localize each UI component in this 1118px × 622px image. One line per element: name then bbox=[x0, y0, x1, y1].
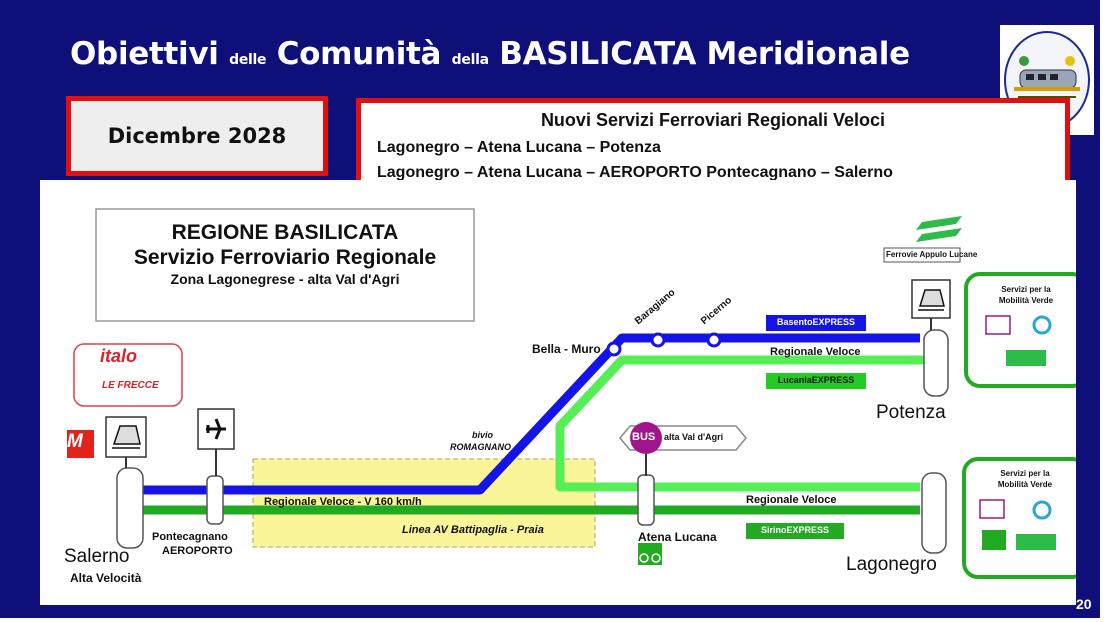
metro-letter: M bbox=[67, 431, 83, 452]
pontecagnano-platform bbox=[206, 475, 224, 525]
regionale-veloce-bottom-label: Regionale Veloce bbox=[746, 494, 837, 506]
italo-label: italo bbox=[100, 346, 138, 366]
sirino-label: SirinoEXPRESS bbox=[760, 525, 830, 535]
picerno-dot bbox=[706, 332, 722, 348]
station-pontecagnano-sub: AEROPORTO bbox=[162, 545, 233, 557]
baragiano-dot bbox=[650, 332, 666, 348]
rail-map: REGIONE BASILICATA Servizio Ferroviario … bbox=[40, 180, 1088, 605]
new-services-box: Nuovi Servizi Ferroviari Regionali Veloc… bbox=[356, 98, 1070, 190]
lucania-label: LucaniaEXPRESS bbox=[777, 375, 855, 385]
lucania-tag bbox=[766, 373, 866, 389]
region-zone: Zona Lagonegrese - alta Val d'Agri bbox=[170, 271, 400, 287]
green-box-1-title-2: Mobilità Verde bbox=[998, 296, 1054, 305]
rail-map-diagram bbox=[67, 208, 1088, 579]
region-title: REGIONE BASILICATA bbox=[171, 221, 399, 244]
slide: Obiettivi delle Comunità della BASILICAT… bbox=[0, 0, 1100, 618]
linea-av-zone bbox=[252, 458, 596, 548]
light-green-line bbox=[555, 355, 940, 492]
basento-tag bbox=[766, 315, 866, 331]
linea-av-label: Linea AV Battipaglia - Praia bbox=[402, 524, 544, 536]
metro-icon bbox=[67, 430, 94, 458]
station-salerno-sub: Alta Velocità bbox=[70, 571, 142, 585]
region-subtitle: Servizio Ferroviario Regionale bbox=[133, 246, 437, 269]
bus-badge: BUS bbox=[632, 431, 656, 443]
bus-label: alta Val d'Agri bbox=[664, 432, 724, 442]
basento-label: BasentoEXPRESS bbox=[776, 317, 856, 327]
page-title: Obiettivi delle Comunità della BASILICAT… bbox=[70, 36, 910, 72]
green-box-1-title-1: Servizi per la bbox=[1001, 285, 1051, 294]
bella-muro-dot bbox=[606, 341, 622, 357]
bus-icon bbox=[630, 422, 662, 454]
page-number: 20 bbox=[1076, 596, 1092, 612]
services-line-2: Lagonegro – Atena Lucana – AEROPORTO Pon… bbox=[377, 164, 893, 181]
bike-icon bbox=[638, 543, 662, 565]
italo-frecce-logo bbox=[73, 343, 183, 407]
lagonegro-platform bbox=[921, 472, 947, 554]
frecce-label: LE FRECCE bbox=[102, 380, 159, 391]
station-atena: Atena Lucana bbox=[638, 530, 717, 544]
date-box: Dicembre 2028 bbox=[66, 96, 328, 176]
bivio-label: bivio bbox=[472, 430, 494, 440]
regionale-veloce-top-label: Regionale Veloce bbox=[770, 346, 861, 358]
station-bella-muro: Bella - Muro bbox=[532, 342, 601, 356]
station-potenza: Potenza bbox=[876, 402, 946, 423]
sirino-tag bbox=[746, 523, 844, 539]
green-box-2-title-1: Servizi per la bbox=[1000, 469, 1050, 478]
station-salerno: Salerno bbox=[64, 546, 130, 567]
regionale-veloce-main-label: Regionale Veloce - V 160 km/h bbox=[264, 496, 422, 508]
potenza-platform bbox=[923, 329, 949, 397]
fal-label: Ferrovie Appulo Lucane bbox=[886, 250, 978, 259]
services-line-1: Lagonegro – Atena Lucana – Potenza bbox=[377, 139, 661, 156]
region-box bbox=[95, 208, 475, 322]
services-heading: Nuovi Servizi Ferroviari Regionali Veloc… bbox=[540, 110, 886, 130]
station-lagonegro: Lagonegro bbox=[846, 554, 937, 575]
atena-platform bbox=[637, 474, 655, 526]
romagnano-label: ROMAGNANO bbox=[450, 442, 511, 452]
salerno-platform bbox=[116, 467, 144, 549]
station-pontecagnano: Pontecagnano bbox=[152, 531, 228, 543]
green-box-2-title-2: Mobilità Verde bbox=[997, 480, 1053, 489]
blue-line bbox=[138, 333, 920, 495]
fal-logo bbox=[916, 216, 962, 242]
